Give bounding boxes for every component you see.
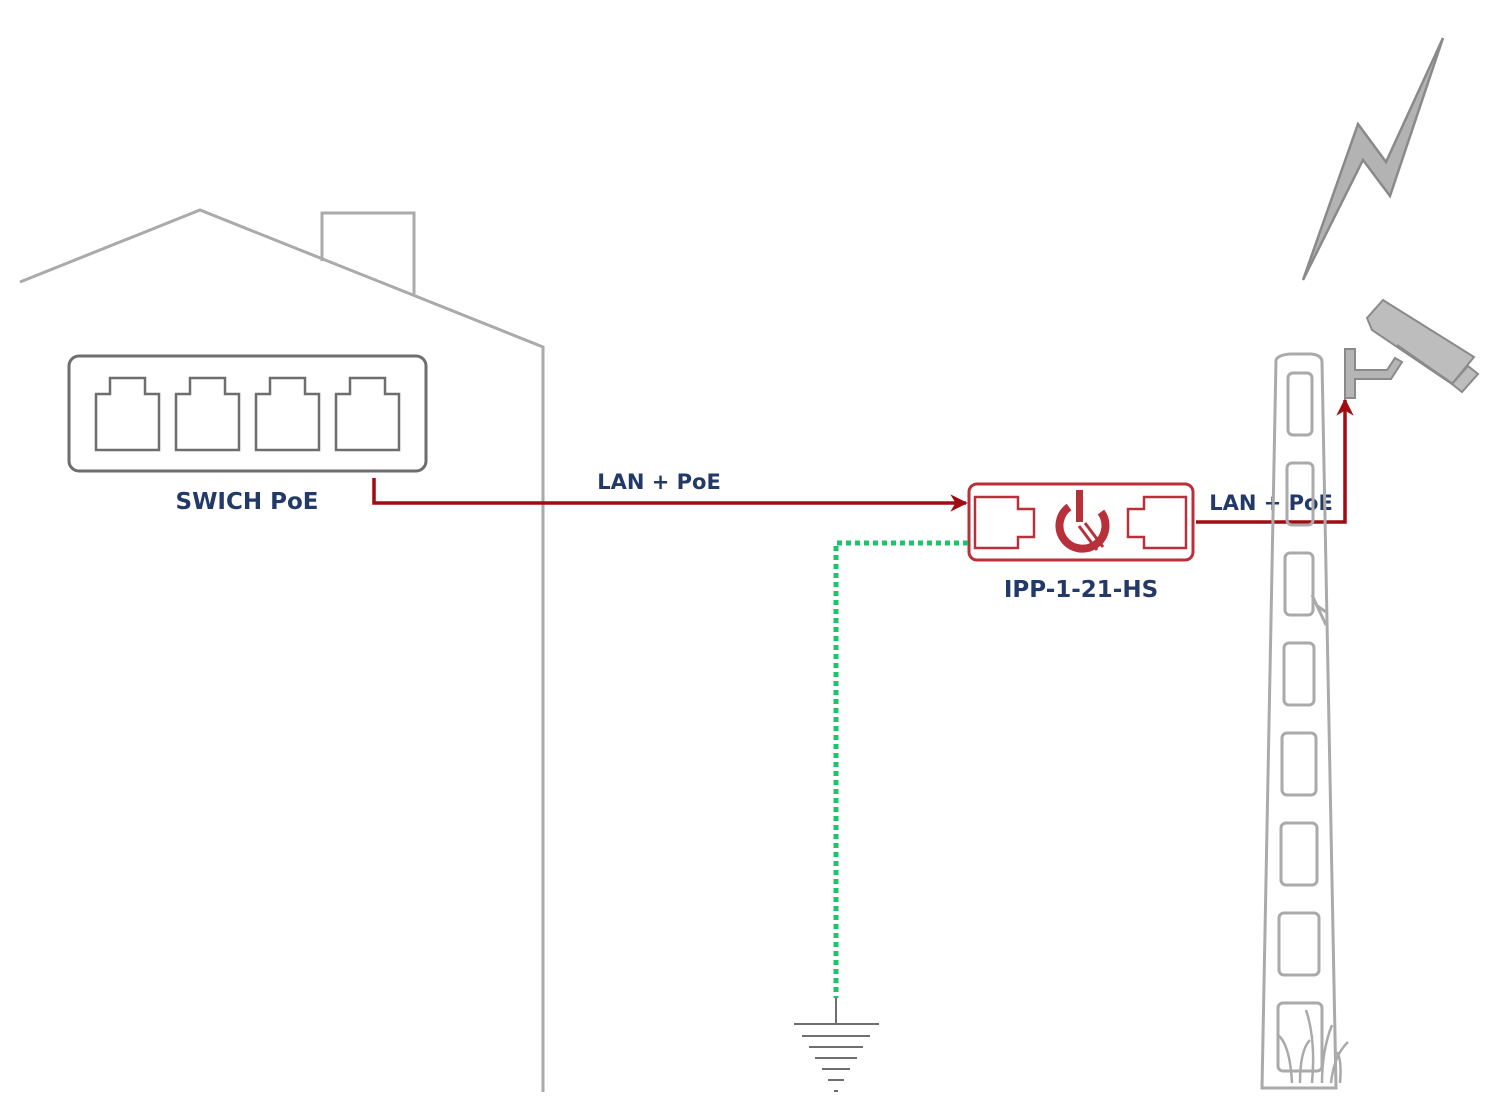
- device-label: IPP-1-21-HS: [1004, 577, 1158, 603]
- ground-wire: [833, 540, 968, 998]
- utility-pole: [1260, 352, 1338, 1090]
- device-port-in: [973, 495, 1036, 550]
- power-surge-logo-icon: [1055, 490, 1110, 553]
- cctv-camera-icon: [1344, 298, 1480, 399]
- switch-port-2: [174, 376, 241, 452]
- switch-port-1: [94, 376, 161, 452]
- lightning-bolt-icon: [1301, 37, 1445, 281]
- house-outline: [19, 208, 545, 1092]
- switch-label: SWICH PoE: [176, 489, 319, 515]
- switch-port-3: [254, 376, 321, 452]
- lan-poe-cable-out: [1196, 398, 1354, 524]
- ground-symbol-icon: [794, 998, 879, 1092]
- poe-switch: [67, 354, 428, 473]
- grass-icon: [1277, 1009, 1349, 1084]
- surge-protector-device: [967, 482, 1195, 562]
- cable-in-label: LAN + PoE: [597, 470, 721, 494]
- switch-port-4: [334, 376, 401, 452]
- lan-poe-cable-in: [372, 478, 968, 512]
- device-port-out: [1126, 495, 1188, 550]
